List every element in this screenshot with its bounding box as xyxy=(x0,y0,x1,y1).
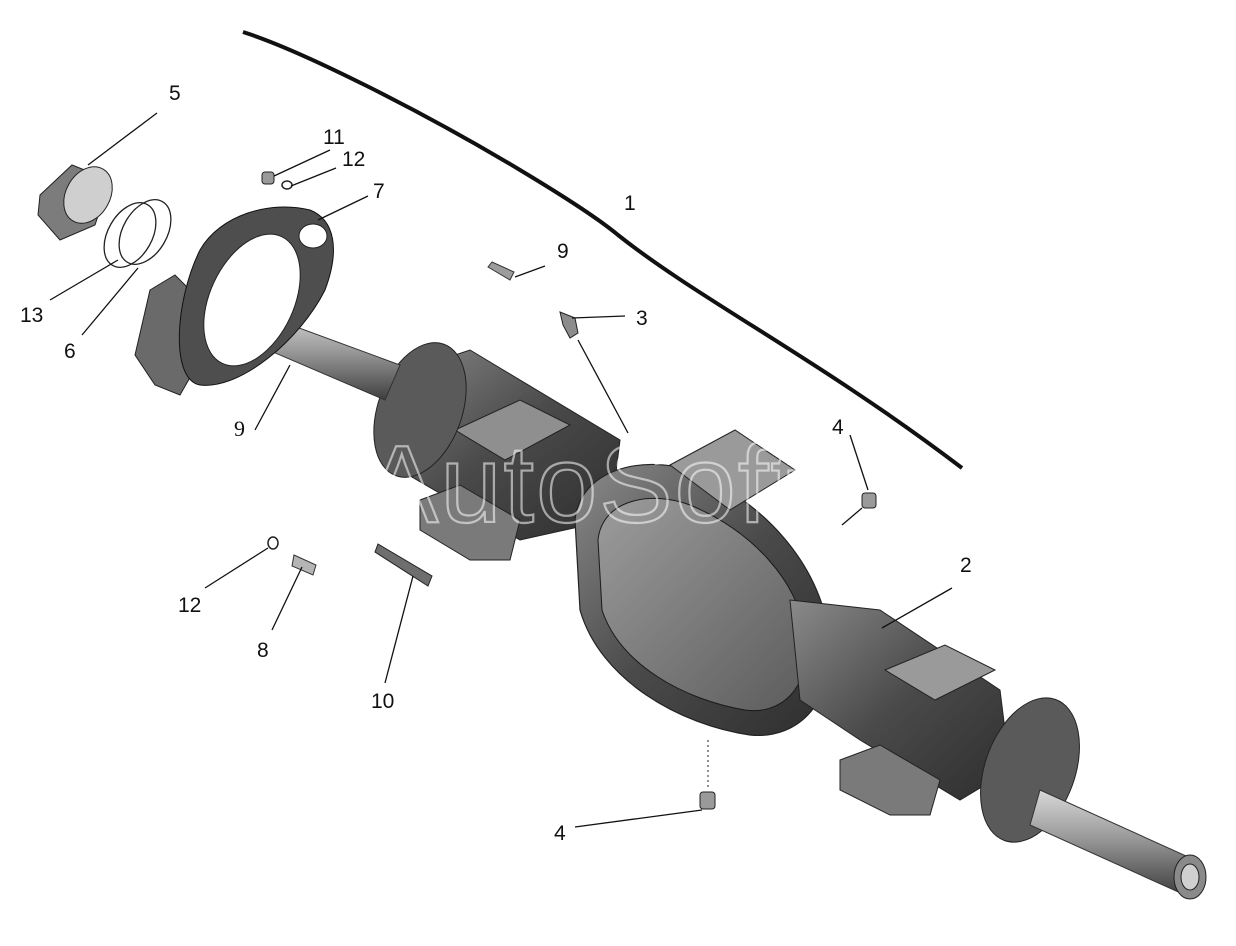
callout-2: 2 xyxy=(960,554,972,577)
spring-pad-left xyxy=(453,399,572,461)
leader-8 xyxy=(271,566,303,631)
leader-4-right-b xyxy=(841,507,863,526)
callout-1: 1 xyxy=(624,192,636,215)
callout-5: 5 xyxy=(169,82,181,105)
leader-12-top xyxy=(290,167,337,187)
leader-7 xyxy=(317,195,369,221)
callout-9-top: 9 xyxy=(557,240,569,263)
axle-housing xyxy=(373,342,1080,843)
part-3-breather xyxy=(559,311,579,339)
callout-6: 6 xyxy=(64,340,76,363)
watermark-text: AutoSoft xyxy=(365,423,803,546)
leader-4-right xyxy=(849,434,869,491)
leader-3 xyxy=(571,315,626,319)
leader-3b xyxy=(577,339,629,434)
callout-12-low: 12 xyxy=(178,594,201,617)
leader-9-top xyxy=(514,265,546,278)
part-4-plug-bottom xyxy=(699,791,716,810)
callout-7: 7 xyxy=(373,180,385,203)
part-8-bolt xyxy=(291,554,317,576)
callout-11: 11 xyxy=(323,126,345,149)
callout-4-bottom: 4 xyxy=(554,822,566,845)
callout-10: 10 xyxy=(371,690,394,713)
callout-13: 13 xyxy=(20,304,43,327)
part-5-seal-ring xyxy=(37,164,113,241)
callout-labels: 1 2 3 4 4 5 6 7 8 9 9 10 11 12 12 13 xyxy=(20,82,972,845)
leader-9-left xyxy=(254,364,291,431)
leader-12-low xyxy=(204,547,269,589)
lower-bracket-right xyxy=(839,744,941,816)
callout-8: 8 xyxy=(257,639,269,662)
part-11-nut xyxy=(261,171,275,185)
part-10-long-bolt xyxy=(374,543,433,587)
leader-2 xyxy=(881,587,953,629)
housing-contour-line xyxy=(242,30,964,470)
leader-4-bottom xyxy=(574,809,703,828)
spring-pad-center xyxy=(669,429,796,511)
callout-12-top: 12 xyxy=(342,148,365,171)
part-6-o-ring xyxy=(118,199,172,265)
callout-4-right: 4 xyxy=(832,416,844,439)
part-7-flange-plate xyxy=(178,206,334,386)
spring-pad-right xyxy=(883,644,997,701)
part-12-washer-low xyxy=(267,536,279,550)
part-13-o-ring xyxy=(103,202,157,268)
callout-9-left: 9 xyxy=(234,416,245,441)
part-12-washer-top xyxy=(281,180,293,190)
leader-6 xyxy=(81,267,139,336)
leader-11 xyxy=(273,149,331,177)
part-4-plug-right xyxy=(861,492,877,509)
leader-5 xyxy=(87,112,158,166)
leader-10 xyxy=(384,575,414,684)
lower-bracket-left xyxy=(419,484,521,561)
leader-lines xyxy=(49,112,953,828)
part-9-bolt-top xyxy=(487,261,515,281)
callout-3: 3 xyxy=(636,307,648,330)
leader-13 xyxy=(49,259,119,301)
right-axle-shaft xyxy=(1029,789,1207,900)
